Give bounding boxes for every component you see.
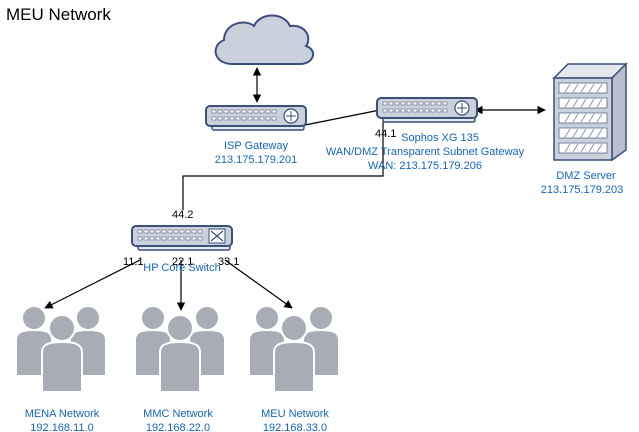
router-icon xyxy=(376,97,478,123)
meu-network-name: MEU Network xyxy=(261,408,329,420)
meu-network-subnet: 192.168.33.0 xyxy=(263,422,327,432)
switch-port-mmc: 22.1 xyxy=(172,256,193,268)
mena-network-subnet: 192.168.11.0 xyxy=(30,422,93,432)
sophos-port-label: 44.1 xyxy=(375,128,396,140)
sophos-switch-link xyxy=(182,122,384,210)
sophos-name: Sophos XG 135 xyxy=(401,132,479,144)
switch-port-mena: 11.1 xyxy=(123,256,144,268)
isp-sophos-link xyxy=(304,109,381,126)
users-group-icon xyxy=(15,305,107,393)
isp-gateway-ip: 213.175.179.201 xyxy=(215,154,298,166)
isp-gateway-name: ISP Gateway xyxy=(224,140,288,152)
cloud-icon xyxy=(214,14,315,65)
mmc-network-subnet: 192.168.22.0 xyxy=(146,422,210,432)
server-icon xyxy=(552,62,628,162)
mena-network-name: MENA Network xyxy=(25,408,100,420)
sophos-wan-ip: WAN: 213.175.179.206 xyxy=(368,160,482,172)
dmz-server-ip: 213.175.179.203 xyxy=(541,184,624,196)
users-group-icon xyxy=(134,305,226,393)
switch-port-meu: 33.1 xyxy=(218,256,239,268)
dmz-server-name: DMZ Server xyxy=(556,170,616,182)
core-switch-name: HP Core Switch xyxy=(143,262,220,274)
page-title: MEU Network xyxy=(6,5,111,24)
sophos-role: WAN/DMZ Transparent Subnet Gateway xyxy=(326,146,525,158)
router-icon xyxy=(205,105,307,131)
users-group-icon xyxy=(248,305,340,393)
switch-icon xyxy=(131,225,233,251)
connections xyxy=(44,67,546,311)
switch-mena-link xyxy=(44,259,141,309)
switch-uplink-port: 44.2 xyxy=(172,209,193,221)
switch-meu-link xyxy=(224,259,293,309)
mmc-network-name: MMC Network xyxy=(143,408,213,420)
